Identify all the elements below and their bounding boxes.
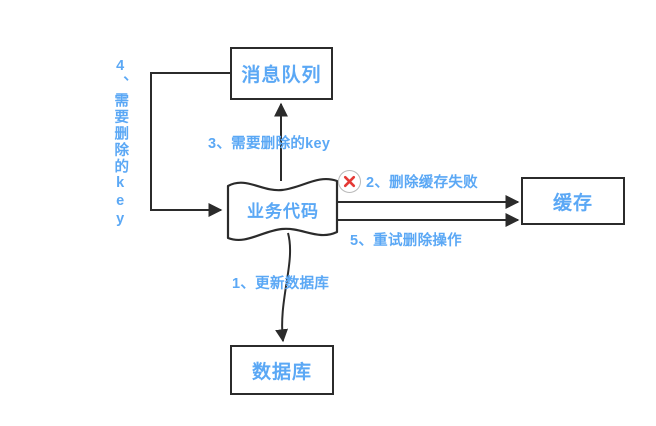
- node-database[interactable]: 数据库: [230, 345, 334, 395]
- node-database-label: 数据库: [251, 361, 312, 383]
- x-circle-icon: [338, 170, 361, 193]
- node-business-code-label: 业务代码: [247, 202, 319, 221]
- edge-label-4: 4、需要删除的key: [112, 58, 129, 229]
- node-message-queue[interactable]: 消息队列: [230, 47, 333, 100]
- edge-1-line: [275, 232, 292, 343]
- edge-label-3: 3、需要删除的key: [208, 136, 331, 152]
- edge-label-1: 1、更新数据库: [232, 276, 330, 292]
- edge-label-5: 5、重试删除操作: [350, 233, 462, 249]
- node-cache[interactable]: 缓存: [521, 177, 625, 225]
- edge-label-2: 2、删除缓存失败: [366, 175, 478, 191]
- node-cache-label: 缓存: [552, 192, 593, 214]
- node-business-code[interactable]: 业务代码: [241, 197, 325, 222]
- business-code-wave-shape: [226, 178, 339, 241]
- node-message-queue-label: 消息队列: [241, 65, 322, 86]
- edge-4-line: [150, 72, 230, 217]
